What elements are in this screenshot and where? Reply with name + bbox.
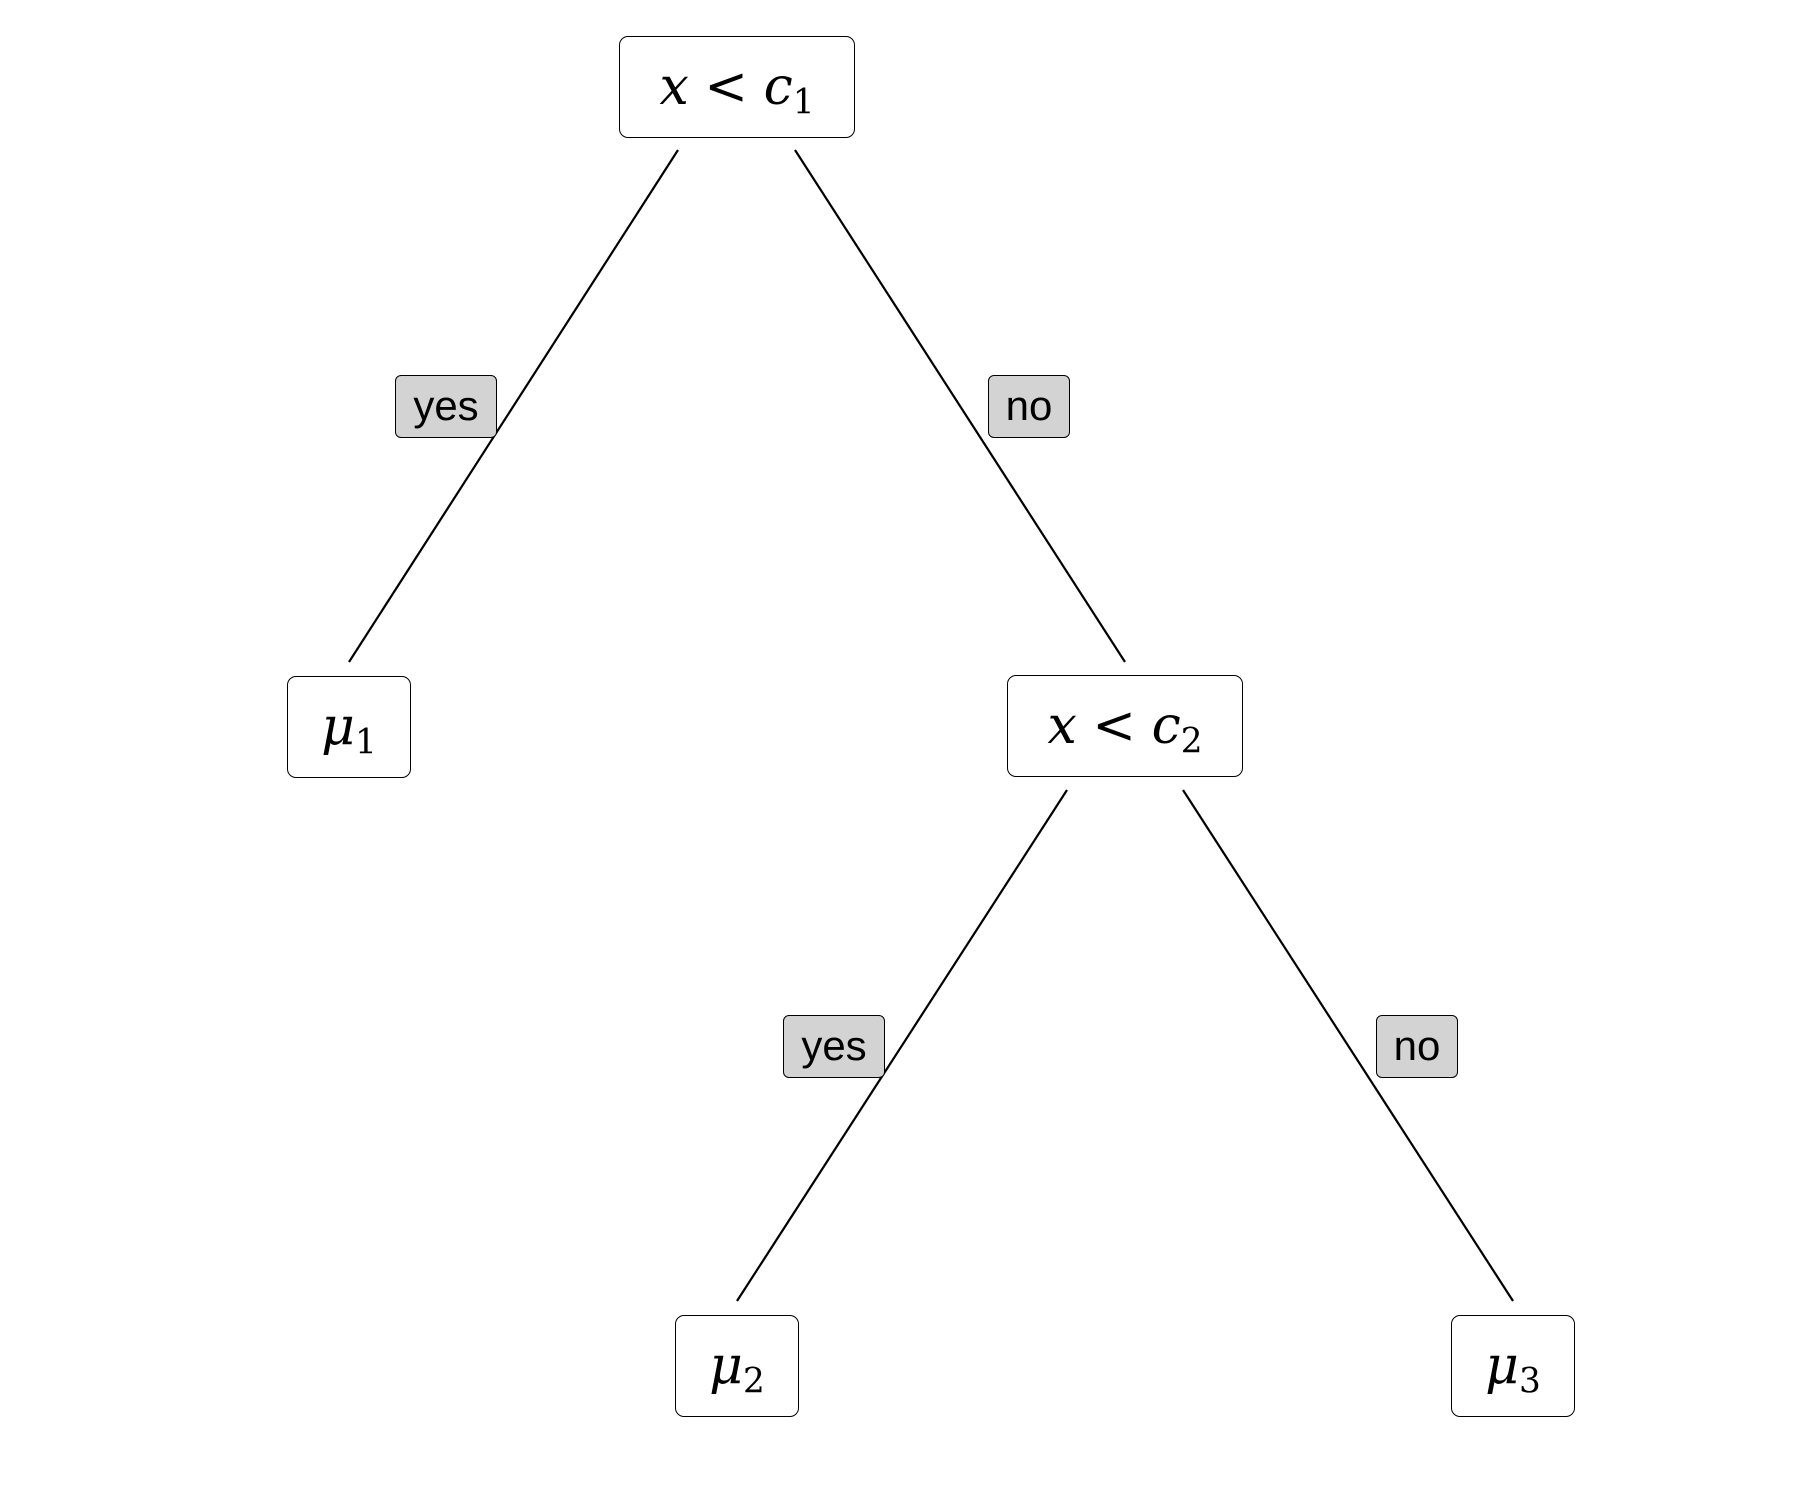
leaf2-symbol: μ (709, 1336, 743, 1396)
root-constant: c (763, 57, 793, 117)
edge-split2-to-leaf2 (736, 789, 1068, 1302)
second-split-node: x<c2 (1007, 675, 1243, 777)
split2-operator: < (1092, 696, 1136, 756)
split2-constant: c (1151, 696, 1181, 756)
edge-label-split2-yes: yes (783, 1015, 885, 1078)
root-condition: x<c1 (659, 61, 814, 120)
split2-constant-subscript: 2 (1180, 721, 1203, 762)
edge-label-root-no: no (988, 375, 1070, 438)
leaf1-value: μ1 (321, 701, 377, 760)
leaf3-symbol: μ (1485, 1336, 1519, 1396)
leaf3-subscript: 3 (1518, 1361, 1541, 1402)
leaf-node-3: μ3 (1451, 1315, 1575, 1417)
edge-root-to-split2 (794, 149, 1126, 663)
root-constant-subscript: 1 (792, 82, 815, 123)
leaf2-subscript: 2 (742, 1361, 765, 1402)
split2-condition: x<c2 (1047, 700, 1202, 759)
leaf-node-1: μ1 (287, 676, 411, 778)
root-operator: < (704, 57, 748, 117)
edge-root-to-leaf1 (348, 149, 679, 663)
split2-variable: x (1047, 696, 1077, 756)
leaf-node-2: μ2 (675, 1315, 799, 1417)
leaf3-value: μ3 (1485, 1340, 1541, 1399)
edge-split2-to-leaf3 (1182, 789, 1514, 1302)
edge-label-split2-no: no (1376, 1015, 1458, 1078)
edge-label-root-yes: yes (395, 375, 497, 438)
root-split-node: x<c1 (619, 36, 855, 138)
leaf1-symbol: μ (321, 697, 355, 757)
root-variable: x (659, 57, 689, 117)
leaf1-subscript: 1 (354, 722, 377, 763)
leaf2-value: μ2 (709, 1340, 765, 1399)
